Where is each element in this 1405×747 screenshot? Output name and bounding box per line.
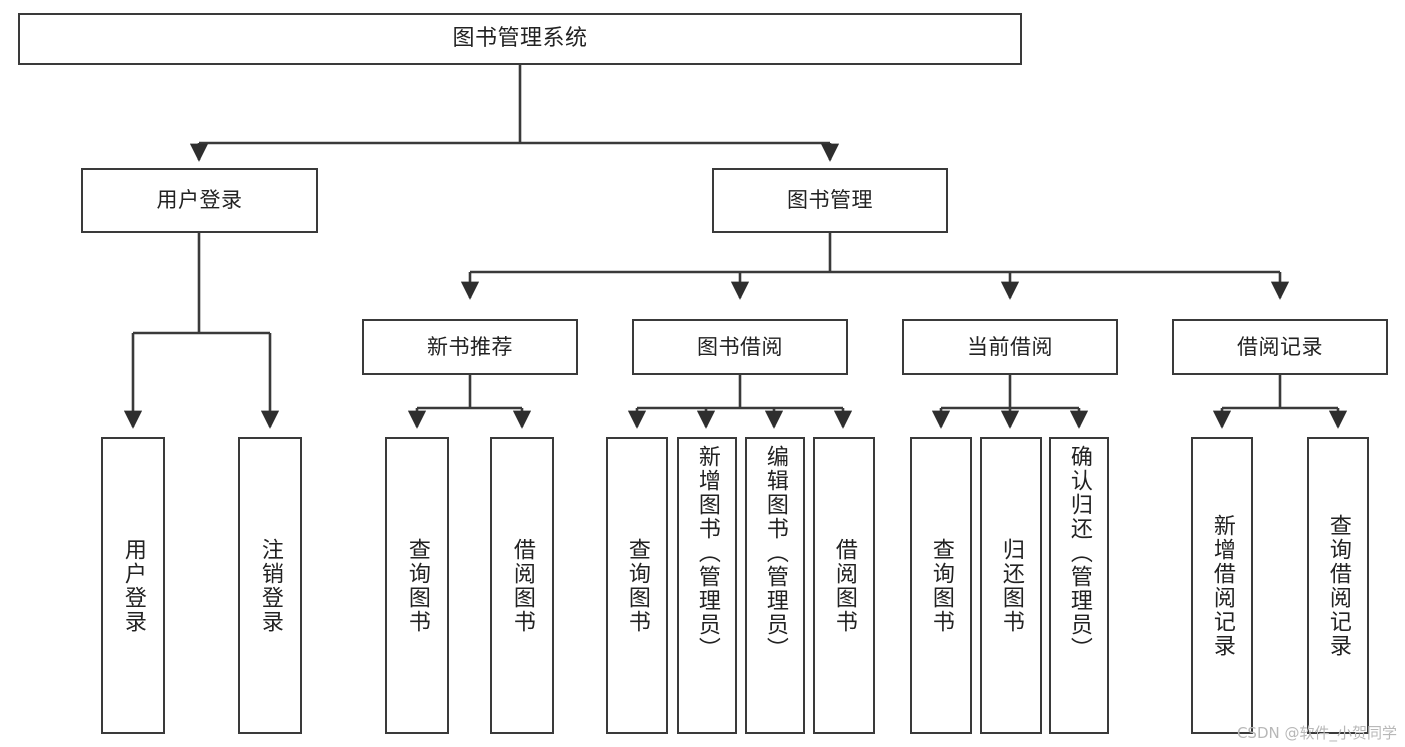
node-label: 查询图书 [404,537,430,634]
node-label: 新增借阅记录 [1209,513,1235,658]
leaf-confirm-return-admin[interactable]: 确认归还（管理员） [1049,437,1109,734]
leaf-query-book-borrow[interactable]: 查询图书 [606,437,668,734]
leaf-borrow-book-borrow[interactable]: 借阅图书 [813,437,875,734]
leaf-borrow-book-recommend[interactable]: 借阅图书 [490,437,554,734]
leaf-query-book-recommend[interactable]: 查询图书 [385,437,449,734]
node-label: 确认归还（管理员） [1066,445,1092,661]
node-new-book-recommend[interactable]: 新书推荐 [362,319,578,375]
node-book-borrow[interactable]: 图书借阅 [632,319,848,375]
leaf-add-book-admin[interactable]: 新增图书（管理员） [677,437,737,734]
node-label: 当前借阅 [967,334,1053,359]
node-label: 查询借阅记录 [1325,513,1351,658]
node-label: 新书推荐 [427,334,513,359]
csdn-watermark: CSDN @软件_小贺同学 [1236,724,1397,742]
node-label: 编辑图书（管理员） [762,445,788,661]
node-label: 借阅图书 [831,537,857,634]
node-borrow-record[interactable]: 借阅记录 [1172,319,1388,375]
node-label: 用户登录 [120,537,146,634]
node-book-manage[interactable]: 图书管理 [712,168,948,233]
node-label: 查询图书 [624,537,650,634]
node-label: 注销登录 [257,537,283,634]
leaf-query-borrow-record[interactable]: 查询借阅记录 [1307,437,1369,734]
leaf-return-book[interactable]: 归还图书 [980,437,1042,734]
node-user-login[interactable]: 用户登录 [81,168,318,233]
leaf-add-borrow-record[interactable]: 新增借阅记录 [1191,437,1253,734]
node-label: 借阅图书 [509,537,535,634]
node-label: 归还图书 [998,537,1024,634]
node-label: 图书借阅 [697,334,783,359]
node-label: 图书管理 [787,188,873,213]
node-root-book-management-system[interactable]: 图书管理系统 [18,13,1022,65]
leaf-user-login[interactable]: 用户登录 [101,437,165,734]
leaf-user-logout[interactable]: 注销登录 [238,437,302,734]
node-label: 查询图书 [928,537,954,634]
node-label: 借阅记录 [1237,334,1323,359]
node-label: 新增图书（管理员） [694,445,720,661]
leaf-query-book-current[interactable]: 查询图书 [910,437,972,734]
node-current-borrow[interactable]: 当前借阅 [902,319,1118,375]
leaf-edit-book-admin[interactable]: 编辑图书（管理员） [745,437,805,734]
node-label: 图书管理系统 [452,26,588,52]
node-label: 用户登录 [156,188,243,213]
